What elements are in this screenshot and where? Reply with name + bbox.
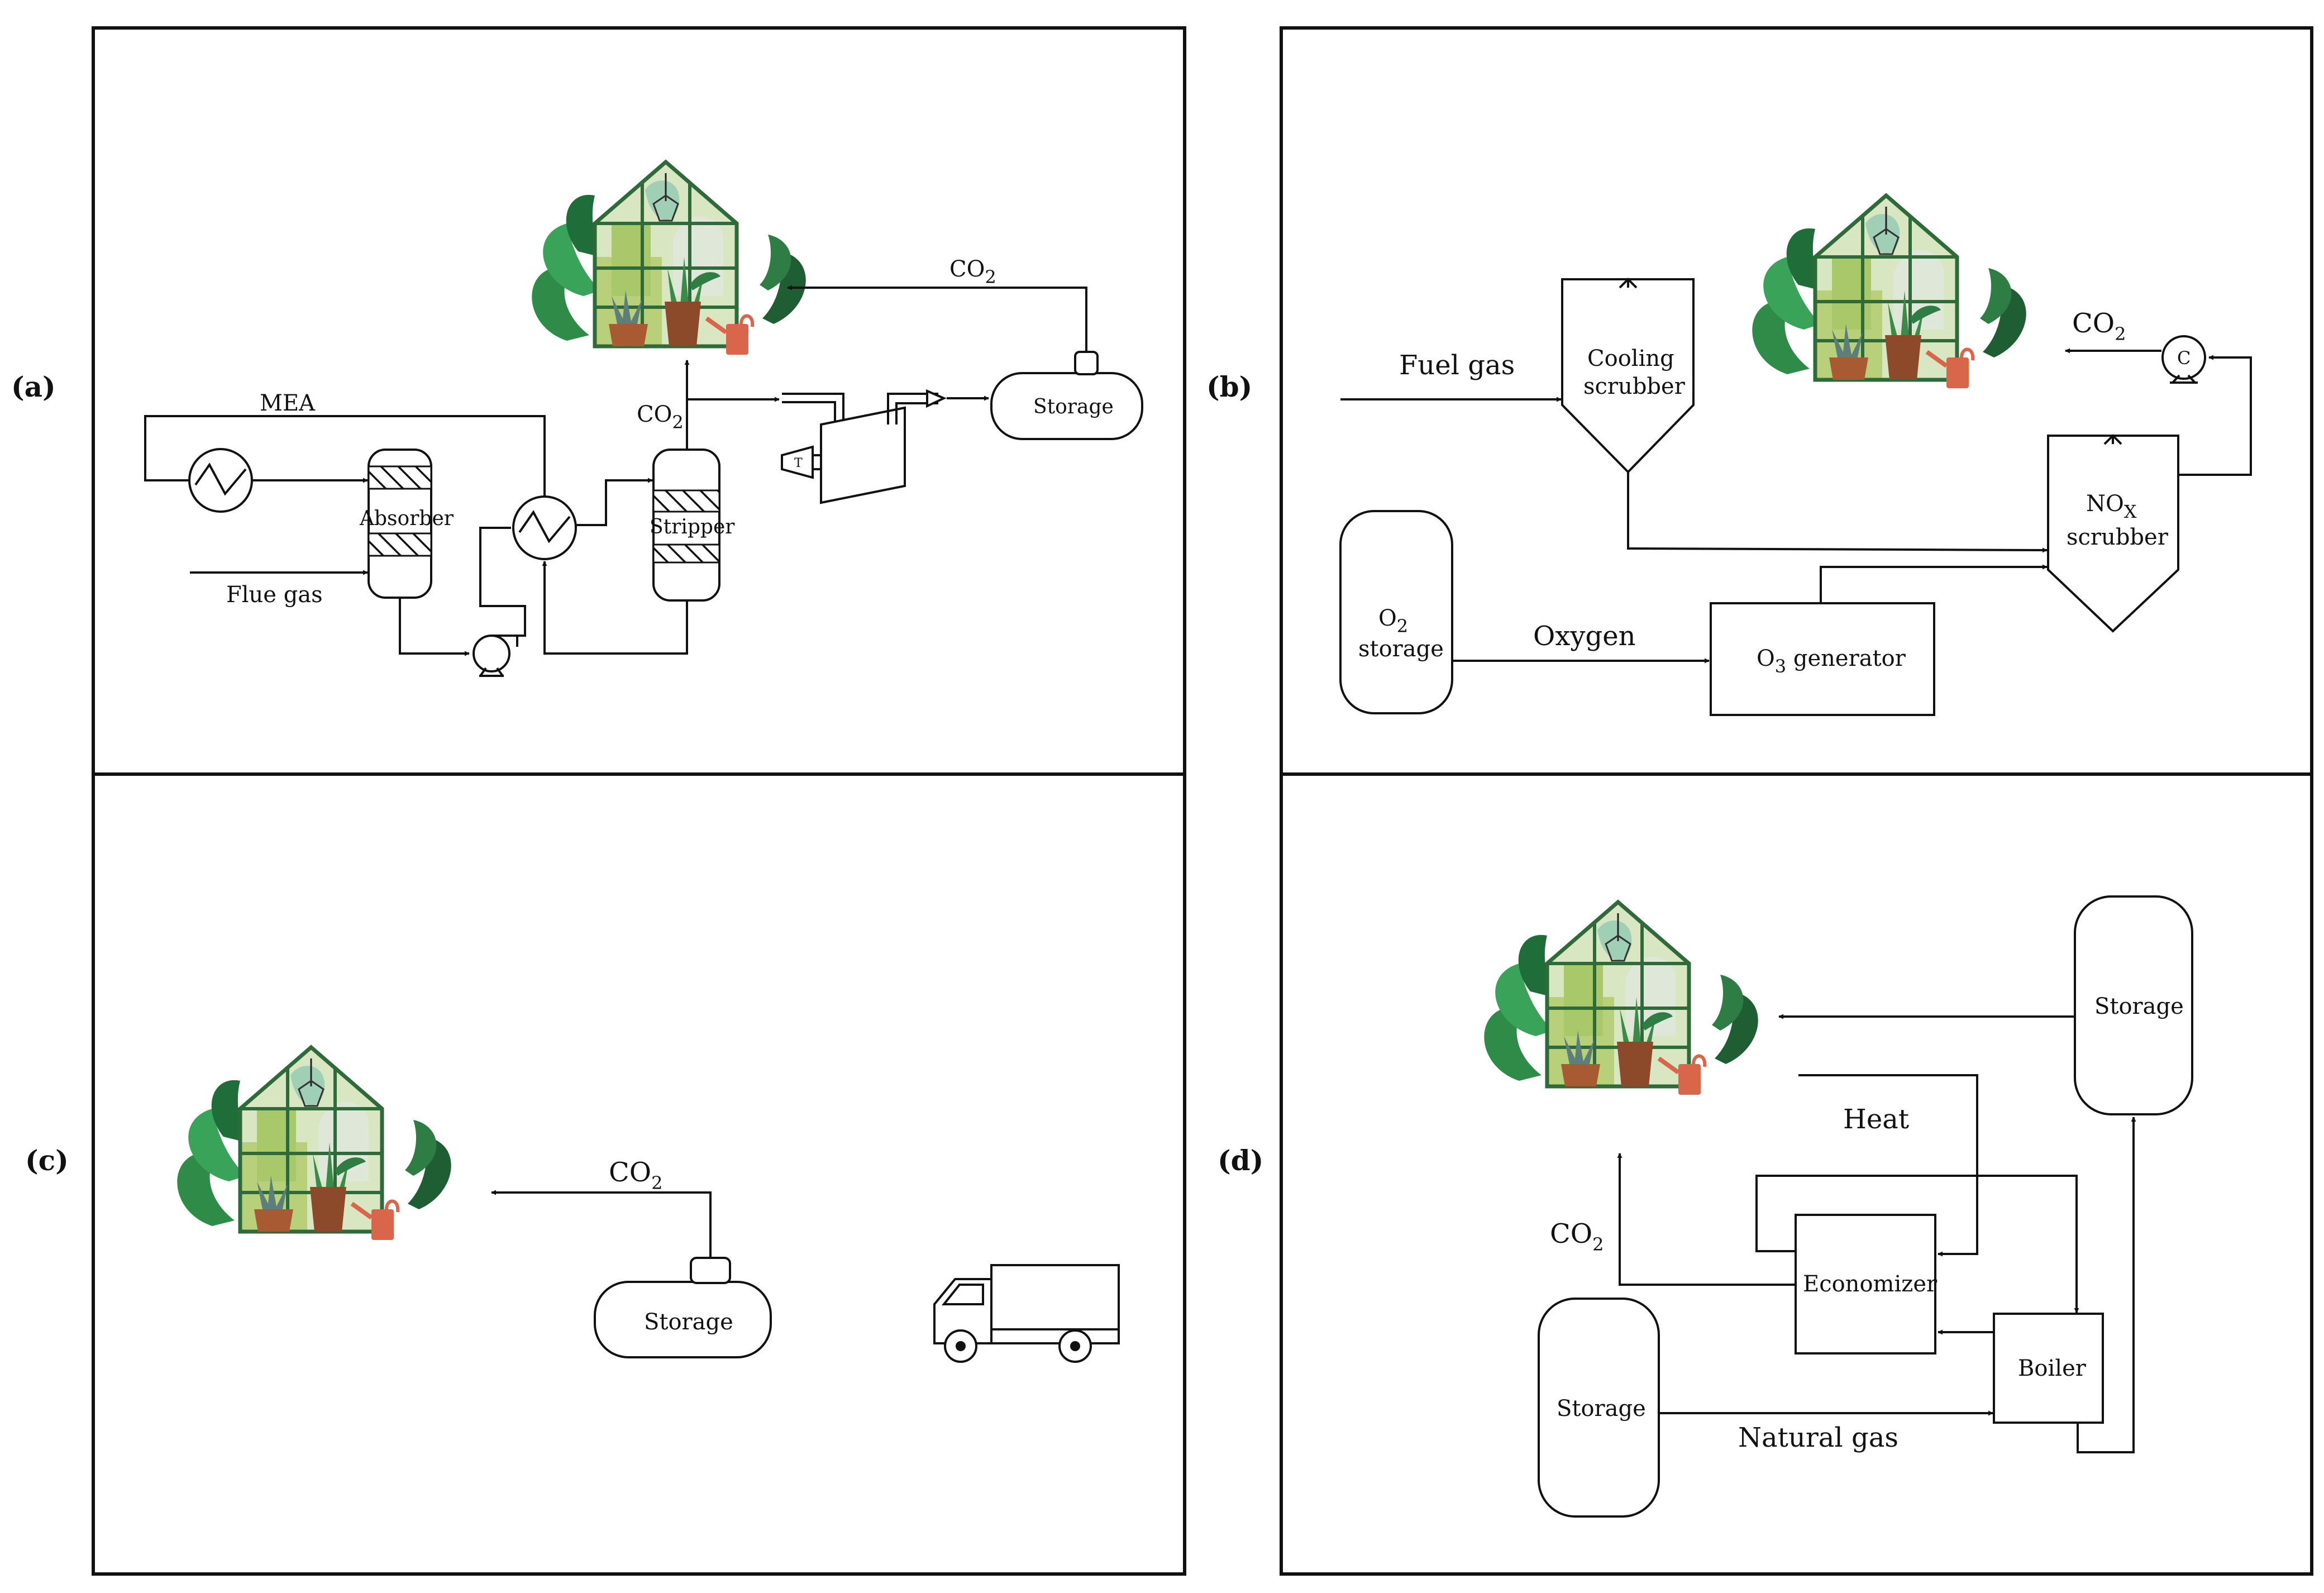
a-turbine-label: T: [794, 456, 803, 470]
a-turbine-icon: [781, 445, 814, 479]
c-truck-icon: [933, 1264, 1120, 1363]
a-flue-gas-label: Flue gas: [226, 582, 323, 608]
panel-c-frame: [92, 772, 1186, 1576]
b-oxygen-label: Oxygen: [1533, 621, 1636, 652]
greenhouse-d-icon: [1484, 902, 1758, 1095]
a-absorber-label: Absorber: [359, 507, 454, 530]
b-o2-storage-tank: [1339, 510, 1453, 714]
b-cooling-label-2: scrubber: [1583, 374, 1686, 399]
d-natural-gas-label: Natural gas: [1738, 1422, 1898, 1453]
d-boiler-label: Boiler: [2018, 1356, 2087, 1381]
d-boiler: [1993, 1313, 2104, 1424]
a-storage-tank: [990, 372, 1143, 440]
d-economizer: [1795, 1214, 1936, 1354]
c-storage-label: Storage: [644, 1309, 733, 1335]
b-fuel-gas-label: Fuel gas: [1399, 350, 1515, 381]
b-nox-label-2: scrubber: [2067, 524, 2169, 550]
panel-d-frame: [1280, 772, 2313, 1576]
d-heat-label: Heat: [1843, 1104, 1909, 1135]
a-heat-exchanger-1-icon: [188, 448, 253, 513]
svg-text:C: C: [2177, 347, 2191, 369]
d-storage-top-label: Storage: [2094, 994, 2184, 1019]
b-o3-generator: [1710, 602, 1935, 716]
panel-b: Fuel gas Cooling scrubber NOX scrubber C…: [1339, 195, 2252, 716]
b-co2-label: CO2: [2072, 308, 2126, 345]
panel-d-label: (d): [1218, 1144, 1263, 1177]
greenhouse-b-icon: [1752, 195, 2026, 388]
b-cooling-scrubber: [1561, 278, 1695, 474]
greenhouse-c-icon: [177, 1047, 451, 1240]
a-heat-exchanger-2-icon: [512, 495, 577, 560]
panel-c: CO2 Storage: [177, 1047, 1120, 1363]
b-o3-label: O3 generator: [1757, 646, 1906, 677]
panel-a: CO2 Storage MEA Absorber Flue gas: [144, 162, 1143, 677]
a-mea-label: MEA: [260, 390, 316, 416]
b-o2-label: O2: [1378, 605, 1408, 637]
panel-d: Storage Heat Economizer CO2 Boiler Stora…: [1484, 895, 2193, 1518]
b-nox-scrubber: [2047, 435, 2179, 633]
b-compressor-icon: C: [2161, 335, 2206, 384]
d-co2-label: CO2: [1550, 1218, 1604, 1255]
panel-c-label: (c): [25, 1144, 69, 1177]
d-economizer-label: Economizer: [1803, 1271, 1938, 1297]
c-storage-tank: [594, 1281, 772, 1358]
panel-b-label: (b): [1206, 370, 1252, 403]
b-cooling-label-1: Cooling: [1587, 346, 1674, 371]
a-pump-icon: [473, 635, 518, 677]
a-co2-top-label: CO2: [949, 256, 996, 288]
c-co2-label: CO2: [609, 1157, 662, 1194]
b-nox-label-1: NOX: [2086, 491, 2137, 522]
d-storage-top-tank: [2074, 895, 2193, 1115]
b-o2-label-2: storage: [1358, 636, 1444, 662]
d-storage-bottom-tank: [1538, 1298, 1660, 1518]
a-compressor-body: [820, 406, 906, 504]
greenhouse-a-icon: [532, 162, 805, 355]
a-storage-label: Storage: [1033, 395, 1114, 418]
a-stripper-label: Stripper: [650, 516, 735, 538]
panel-a-label: (a): [11, 370, 56, 403]
a-co2-main-label: CO2: [637, 402, 684, 433]
d-storage-bottom-label: Storage: [1557, 1396, 1646, 1422]
